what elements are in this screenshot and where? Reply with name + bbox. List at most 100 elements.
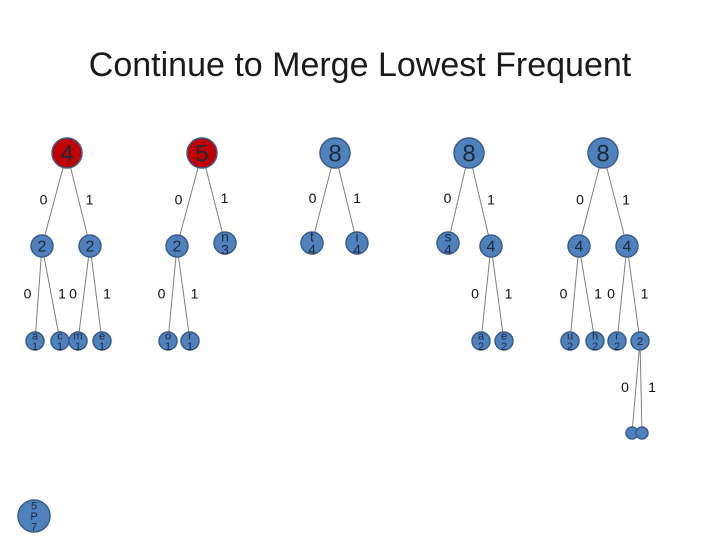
tree-5-r111-edge [639, 340, 643, 434]
tree-1-r00-edge [34, 245, 43, 342]
tree-1-node-r0-text: 2 [38, 239, 47, 256]
tree-2-node-r00-text: 1 [165, 341, 171, 353]
tree-5-node-r1: 4 [615, 234, 639, 258]
tree-2-r0-edge [176, 152, 203, 247]
tree-5-node-r01: h2 [585, 331, 605, 353]
corner-node: 5P7 [17, 499, 51, 533]
tree-3-node-r0-circle [300, 231, 324, 255]
tree-5-node-r11-circle [630, 331, 650, 351]
tree-5-node-r1-circle [615, 234, 639, 258]
tree-1-node-r10-text: 1 [75, 341, 81, 353]
tree-2-node-r0-circle [165, 234, 189, 258]
tree-2-r00-edge [167, 245, 178, 342]
tree-5-r10-bit: 0 [607, 286, 615, 302]
tree-5-node-r: 8 [587, 137, 619, 169]
tree-1-r11-edge [89, 245, 103, 342]
tree-1-node-r01-text: c [57, 331, 63, 343]
tree-5-r0-bit: 0 [576, 192, 584, 208]
tree-5-node-r11: 2 [630, 331, 650, 351]
tree-2-node-r-text: 5 [195, 140, 208, 167]
tree-4-r1-edge [468, 152, 492, 247]
tree-3-node-r-text: 8 [328, 140, 341, 167]
tree-3-node-r1-text: i [355, 228, 358, 244]
tree-4-node-r-circle [453, 137, 485, 169]
tree-5-r10-edge [616, 245, 628, 342]
tree-4-node-r11-circle [494, 331, 514, 351]
tree-4-node-r10-text: 2 [478, 341, 484, 353]
tree-1-r0-bit: 0 [40, 192, 48, 208]
tree-2-r01-edge [176, 245, 191, 342]
tree-3-node-r1: i4 [345, 228, 369, 258]
tree-1-node-r11-circle [92, 331, 112, 351]
tree-2-r0-bit: 0 [175, 192, 183, 208]
tree-1-r1-bit: 1 [86, 192, 94, 208]
tree-5-node-r0: 4 [567, 234, 591, 258]
tree-4-r11-edge [490, 245, 505, 342]
tree-1-node-r-circle [51, 137, 83, 169]
tree-5-r110-edge [631, 340, 641, 434]
tree-4-r10-bit: 0 [471, 286, 479, 302]
tree-3-node-r1-circle [345, 231, 369, 255]
tree-4-node-r1-text: 4 [487, 239, 496, 256]
tree-2-node-r: 5 [186, 137, 218, 169]
tree-5-node-r10-text: 2 [614, 341, 620, 353]
tree-5-node-r111 [635, 426, 649, 440]
tree-5-r01-edge [578, 245, 596, 342]
tree-1-node-r01: c1 [50, 331, 70, 353]
tree-1-r00-bit: 0 [24, 286, 32, 302]
tree-3-node-r0: t4 [300, 228, 324, 258]
tree-1-r01-bit: 1 [58, 286, 66, 302]
tree-2-node-r00-circle [158, 331, 178, 351]
tree-5-r11-bit: 1 [641, 286, 649, 302]
tree-5-node-r01-text: 2 [592, 341, 598, 353]
tree-2-node-r01-circle [180, 331, 200, 351]
tree-3-node-r1-text: 4 [353, 242, 361, 258]
tree-5-r00-edge [569, 245, 580, 342]
tree-5-node-r00-circle [560, 331, 580, 351]
tree-2-node-r01: r1 [180, 331, 200, 353]
tree-5-node-r-circle [587, 137, 619, 169]
tree-3-node-r0-text: 4 [308, 242, 316, 258]
tree-4-node-r1-circle [479, 234, 503, 258]
tree-5-node-r01-circle [585, 331, 605, 351]
tree-1-node-r00-text: a [32, 331, 39, 343]
tree-5-r00-bit: 0 [560, 286, 568, 302]
tree-1-node-r0: 2 [30, 234, 54, 258]
tree-5-r01-bit: 1 [594, 286, 602, 302]
tree-4-node-r0-text: s [445, 228, 452, 244]
tree-4-node-r0-text: 4 [444, 242, 452, 258]
tree-4-r1-bit: 1 [487, 192, 495, 208]
tree-1-node-r1-circle [78, 234, 102, 258]
slide-title: Continue to Merge Lowest Frequent [88, 46, 632, 84]
tree-1-r10-bit: 0 [69, 286, 77, 302]
tree-1-node-r00-text: 1 [32, 341, 38, 353]
tree-2-node-r00: o1 [158, 331, 178, 353]
tree-4-node-r10-circle [471, 331, 491, 351]
corner-node-text: P [30, 511, 37, 523]
tree-2-r00-bit: 0 [158, 286, 166, 302]
tree-2-r1-bit: 1 [221, 190, 229, 206]
tree-1-node-r-text: 4 [60, 140, 73, 167]
tree-5-node-r11-text: 2 [637, 336, 643, 348]
tree-4-r10-edge [480, 245, 492, 342]
tree-5-node-r10-circle [607, 331, 627, 351]
tree-5-r11-edge [626, 245, 641, 342]
tree-1-node-r: 4 [51, 137, 83, 169]
tree-4-node-r0: s4 [436, 228, 460, 258]
tree-1-node-r10-text: m [73, 331, 82, 343]
tree-2-node-r00-text: o [165, 331, 171, 343]
corner-node-text: 5 [31, 500, 37, 512]
tree-5-node-r10: r2 [607, 331, 627, 353]
tree-2-node-r1-circle [213, 231, 237, 255]
tree-4-node-r10: a2 [471, 331, 491, 353]
tree-5-node-r00-text: u [567, 331, 573, 343]
tree-5-node-r0-text: 4 [575, 239, 584, 256]
tree-1-node-r00: a1 [25, 331, 45, 353]
tree-1-node-r10-circle [68, 331, 88, 351]
tree-1-r1-edge [66, 152, 91, 247]
tree-5-r0-edge [578, 152, 604, 247]
tree-3-r1-bit: 1 [353, 190, 361, 206]
tree-5-node-r111-circle [635, 426, 649, 440]
tree-1-node-r1-text: 2 [86, 239, 95, 256]
